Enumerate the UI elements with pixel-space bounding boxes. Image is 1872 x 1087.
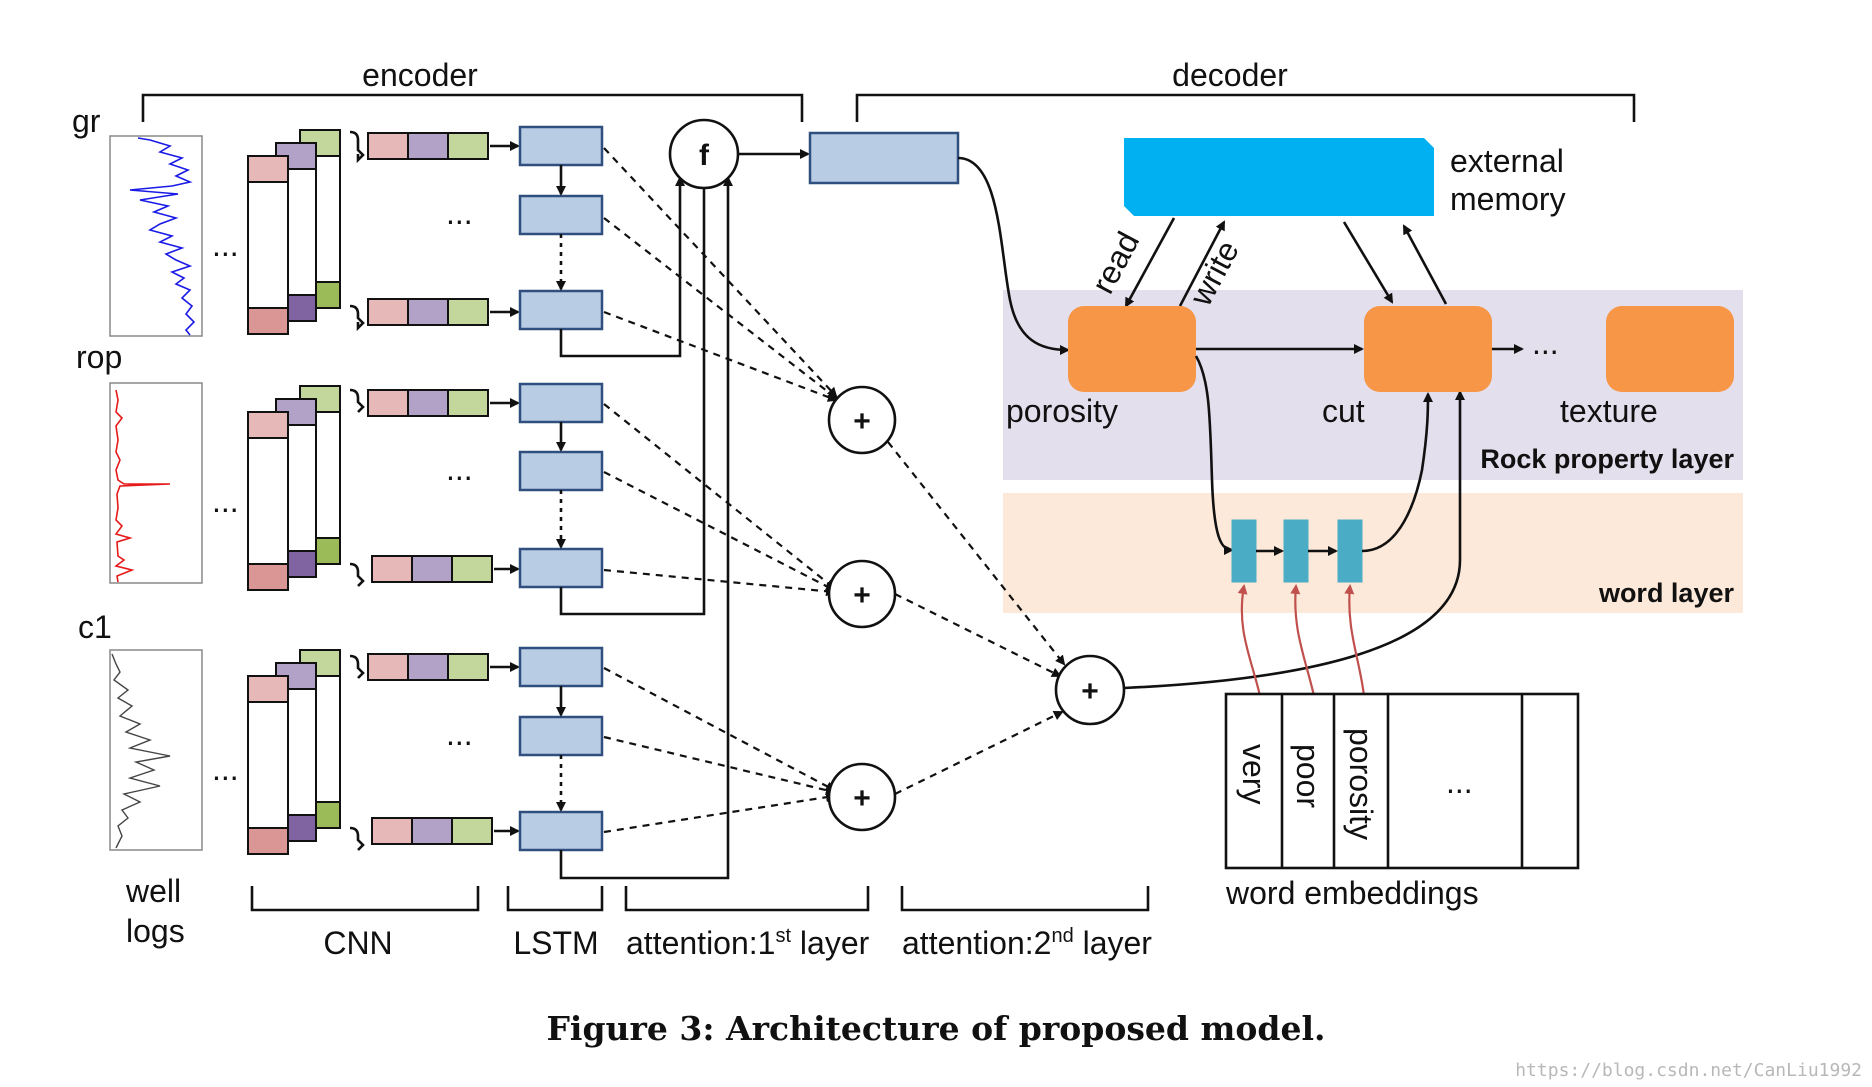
attention-2nd-layer-lines xyxy=(887,441,1066,795)
cnn-bracket xyxy=(250,886,480,912)
word-embeddings-table xyxy=(1224,692,1580,870)
fusion-label: f xyxy=(699,139,710,172)
well-logs-label-1: well xyxy=(125,873,181,909)
lstm-bracket xyxy=(506,886,604,912)
cnn-ellipsis: ... xyxy=(212,751,239,787)
word-embeddings-label: word embeddings xyxy=(1225,875,1479,911)
feature-vector xyxy=(371,817,493,845)
external-memory-label-2: memory xyxy=(1450,181,1566,217)
lstm-ellipsis: ... xyxy=(446,195,473,231)
watermark: https://blog.csdn.net/CanLiu1992 xyxy=(1515,1060,1862,1081)
lstm-cell xyxy=(518,715,604,757)
well-log-name-c1: c1 xyxy=(78,609,112,645)
attention-1st-label: attention:1st layer xyxy=(626,925,870,961)
rock-layer-label: Rock property layer xyxy=(1480,444,1734,474)
decoder-lstm-cell xyxy=(808,131,960,185)
node-cut xyxy=(1364,306,1492,392)
cnn-label: CNN xyxy=(323,925,392,961)
svg-text:+: + xyxy=(1081,675,1099,708)
well-log-name-gr: gr xyxy=(72,103,101,139)
well-log-plot-gr xyxy=(109,135,203,337)
lstm-cell xyxy=(518,450,604,492)
well-log-name-rop: rop xyxy=(76,339,122,375)
lstm-cell xyxy=(518,194,604,236)
figure-caption: Figure 3: Architecture of proposed model… xyxy=(547,1009,1326,1048)
svg-text:+: + xyxy=(853,782,871,815)
embedding-word-porosity: porosity xyxy=(1343,728,1379,840)
lstm-ellipsis: ... xyxy=(446,451,473,487)
external-memory-block xyxy=(1124,138,1434,216)
encoder-label: encoder xyxy=(362,57,478,93)
svg-text:+: + xyxy=(853,405,871,438)
cnn-stack xyxy=(247,129,341,335)
node-porosity xyxy=(1068,306,1196,392)
lstm-label: LSTM xyxy=(513,925,598,961)
well-log-plot-c1 xyxy=(109,649,203,851)
cnn-stack xyxy=(247,649,341,855)
attention-2nd-bracket xyxy=(900,886,1150,912)
node-ellipsis: ... xyxy=(1532,325,1559,361)
attention-2nd-label: attention:2nd layer xyxy=(902,925,1152,961)
lstm-column-c1 xyxy=(518,646,604,852)
cnn-ellipsis: ... xyxy=(212,483,239,519)
well-log-trace-c1 xyxy=(111,653,171,849)
word-layer-cell xyxy=(1337,519,1363,583)
encoder-bracket xyxy=(141,93,804,122)
lstm-column-rop xyxy=(518,382,604,589)
attention-sum-node: + xyxy=(827,385,897,455)
node-label-texture: texture xyxy=(1560,393,1658,429)
word-layer-band xyxy=(1003,493,1743,613)
node-texture xyxy=(1606,306,1734,392)
embedding-word-very: very xyxy=(1236,744,1272,804)
well-log-trace-rop xyxy=(114,389,171,583)
svg-text:+: + xyxy=(853,579,871,612)
word-layer-label: word layer xyxy=(1598,578,1735,608)
node-label-cut: cut xyxy=(1322,393,1365,429)
cnn-stack xyxy=(247,385,341,591)
attention-sum-node: + xyxy=(827,559,897,629)
node-label-porosity: porosity xyxy=(1006,393,1118,429)
lstm-ellipsis: ... xyxy=(446,716,473,752)
lstm-column-gr xyxy=(518,125,604,331)
embedding-ellipsis: ... xyxy=(1446,764,1473,800)
lstm-cell xyxy=(518,646,604,688)
lstm-cell xyxy=(518,125,604,167)
feature-vector xyxy=(367,389,489,417)
well-log-trace-gr xyxy=(129,137,196,336)
attention-1st-layer-lines xyxy=(603,147,838,834)
lstm-cell xyxy=(518,810,604,852)
well-logs-label-2: logs xyxy=(126,913,185,949)
embedding-word-poor: poor xyxy=(1290,744,1326,808)
lstm-cell xyxy=(518,289,604,331)
feature-vector xyxy=(367,298,489,326)
attention-sum-node: + xyxy=(827,762,897,832)
cnn-ellipsis: ... xyxy=(212,227,239,263)
word-layer-cell xyxy=(1283,519,1309,583)
decoder-label: decoder xyxy=(1172,57,1288,93)
lstm-cell xyxy=(518,382,604,424)
feature-vector xyxy=(367,653,489,681)
attention-1st-bracket xyxy=(624,886,870,912)
external-memory-label-1: external xyxy=(1450,143,1564,179)
brace xyxy=(349,130,365,851)
feature-vector xyxy=(367,132,489,160)
lstm-cell xyxy=(518,547,604,589)
attention-final-sum-node: + xyxy=(1054,654,1126,726)
word-layer-cell xyxy=(1231,519,1257,583)
well-log-plot-rop xyxy=(109,382,203,584)
feature-vector xyxy=(371,555,493,583)
decoder-bracket xyxy=(855,93,1636,122)
